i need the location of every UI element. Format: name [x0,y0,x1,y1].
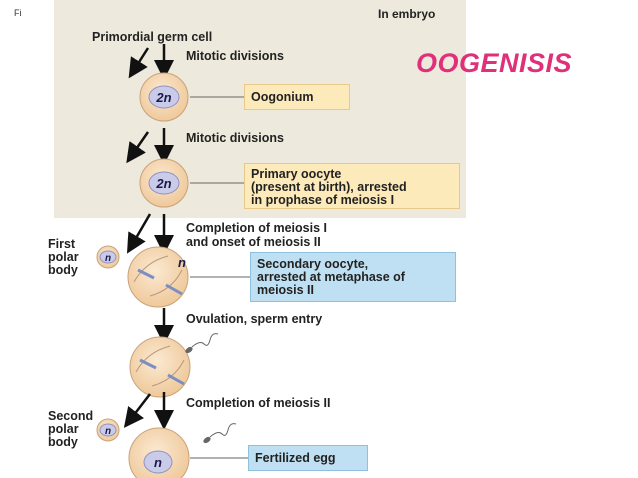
embryo-label: In embryo [378,7,436,21]
step-mitotic-divisions-2: Mitotic divisions [186,131,284,145]
second-polar-ploidy: n [105,426,111,437]
secondary-oocyte-line-2: arrested at metaphase of [257,270,405,284]
chromosome [165,283,183,296]
arrow-group-5 [123,392,174,430]
first-polar-body-label: First polar body [48,238,79,277]
ovulated-oocyte-cell [129,333,219,398]
secondary-oocyte-cell: n [127,246,189,308]
oogonium-text: Oogonium [251,90,314,104]
secondary-oocyte-line-3: meiosis II [257,283,314,297]
label-primary-oocyte: Primary oocyte (present at birth), arres… [244,163,460,209]
label-fertilized-egg: Fertilized egg [248,445,368,471]
arrow-group-2 [126,128,174,165]
diagram-title: OOGENISIS [416,48,573,78]
step-completion-meiosis-2: Completion of meiosis II [186,396,331,410]
sperm-icon [185,333,219,354]
step-mitotic-divisions-1: Mitotic divisions [186,49,284,63]
fertilized-egg-text: Fertilized egg [255,451,336,465]
sperm-icon [203,423,237,444]
arrow-group-3 [126,213,174,255]
primary-oocyte-cell: 2n [139,158,189,208]
step-completion-meiosis-1: Completion of meiosis I [186,221,327,235]
second-polar-line-2: polar [48,422,79,436]
secondary-ploidy: n [178,255,186,270]
first-polar-line-2: polar [48,250,79,264]
primary-ploidy: 2n [155,176,171,191]
second-polar-line-1: Second [48,409,94,423]
primary-oocyte-line-1: Primary oocyte [251,167,342,181]
primary-oocyte-line-2: (present at birth), arrested [251,180,407,194]
label-oogonium: Oogonium [244,84,350,110]
step-primordial-germ-cell: Primordial germ cell [92,30,213,44]
first-polar-ploidy: n [105,253,111,264]
second-polar-body-label: Second polar body [48,410,93,449]
oogonium-ploidy: 2n [155,90,171,105]
second-polar-body: n [96,418,120,442]
figure-label: Fi [14,8,22,18]
arrow-group-1 [128,44,174,80]
first-polar-line-1: First [48,237,76,251]
step-onset-meiosis-2: and onset of meiosis II [186,235,321,249]
step-ovulation: Ovulation, sperm entry [186,312,323,326]
fertilized-ploidy: n [154,455,162,470]
fertilized-egg-cell: n [128,423,237,478]
label-secondary-oocyte: Secondary oocyte, arrested at metaphase … [250,252,456,302]
first-polar-line-3: body [48,263,78,277]
second-polar-line-3: body [48,435,78,449]
first-polar-body: n [96,245,120,269]
primary-oocyte-line-3: in prophase of meiosis I [251,193,395,207]
oogonium-cell: 2n [139,72,189,122]
chromosome [137,268,155,280]
secondary-oocyte-line-1: Secondary oocyte, [257,257,369,271]
